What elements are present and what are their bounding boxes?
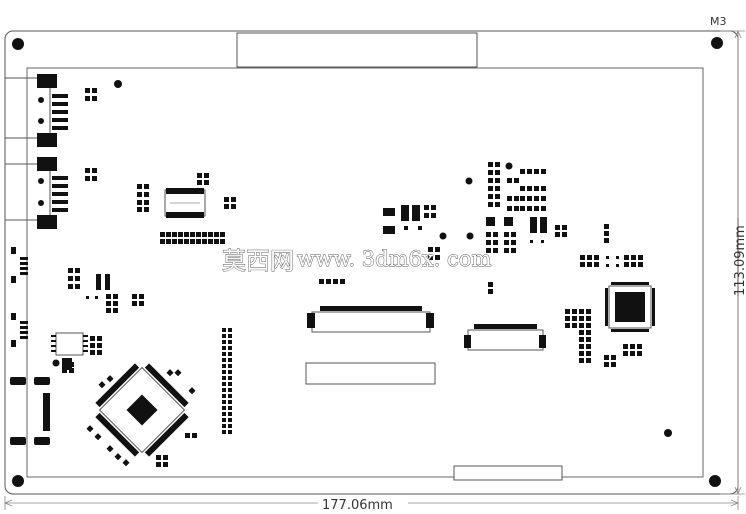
small-ic-left [51,332,88,356]
mounting-hole [12,475,24,487]
label-box [305,362,436,385]
fpc-connector-small [164,188,206,218]
width-dimension-label: 177.06mm [322,498,393,513]
mounting-holes [12,37,723,487]
fiducial [52,359,60,367]
left-connector-1 [4,74,68,147]
board-outline [4,30,739,495]
corner-label: M3 [710,15,727,28]
watermark-cn: 莫西网 [222,247,294,275]
bottom-connector-outline [453,465,563,481]
height-dimension-label: 113.09mm [733,225,746,296]
passive-components [62,88,643,467]
fpc-connector-main [307,306,434,333]
fiducial [114,80,122,88]
right-qfp-chip [605,282,655,332]
watermark-url: www. 3dm6x. com [297,247,491,271]
fiducial [664,429,672,437]
fiducial [466,232,474,240]
main-qfp-chip [95,363,189,457]
fiducial [439,232,447,240]
top-connector-outline [236,32,478,68]
mounting-hole [12,38,24,50]
height-dimension [720,29,745,496]
left-connector-2 [4,157,68,229]
width-dimension [3,496,740,510]
mounting-hole [709,475,721,487]
mounting-hole [711,37,723,49]
fiducial [505,162,513,170]
fpc-connector-secondary [464,324,546,351]
fiducial [465,177,473,185]
